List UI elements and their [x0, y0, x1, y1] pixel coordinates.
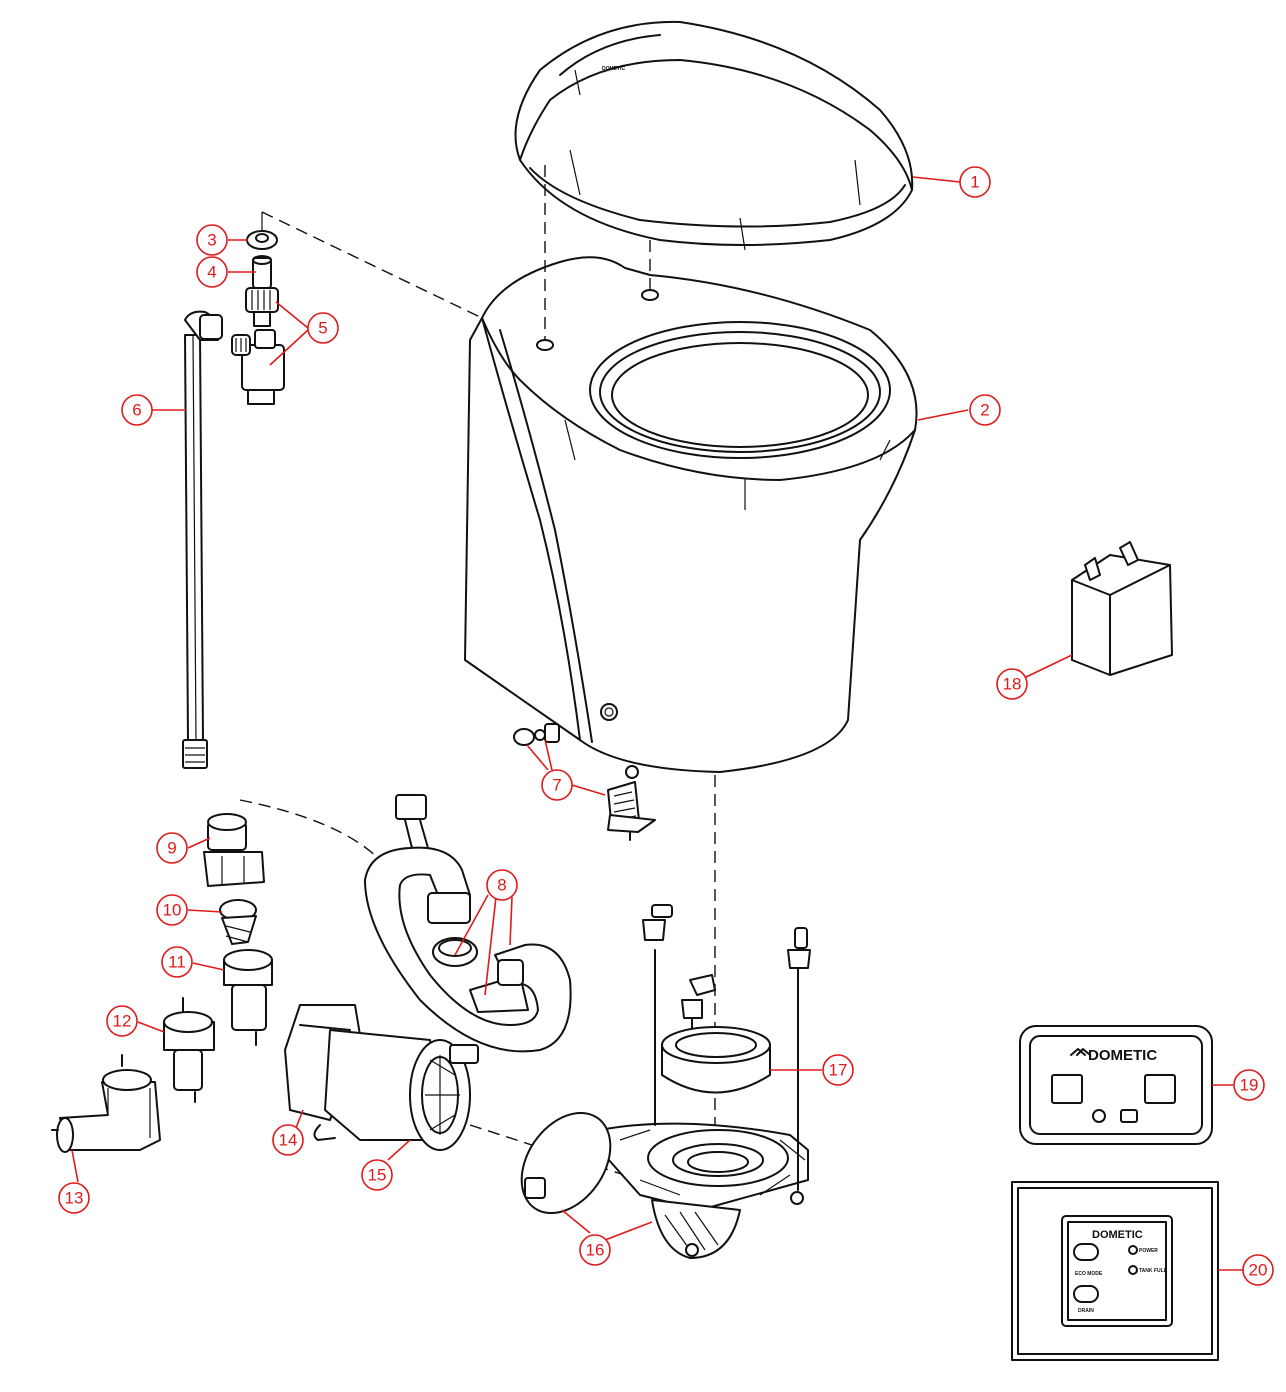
- part-pump: [284, 1004, 479, 1151]
- svg-text:9: 9: [167, 839, 176, 858]
- callout-20: 20: [1242, 1254, 1274, 1286]
- up-button-icon[interactable]: [1073, 1243, 1099, 1261]
- part-seal-ring: [661, 1026, 771, 1094]
- callout-10: 10: [156, 894, 188, 926]
- callout-bubbles: 1 2 3 4 5 6 7 8 9 10 11 12 13 14 15 16 1…: [58, 166, 1274, 1286]
- drain-button-icon[interactable]: [1144, 1074, 1176, 1104]
- panel20-drain-label: DRAIN: [1078, 1308, 1094, 1314]
- svg-text:4: 4: [207, 263, 216, 282]
- svg-text:13: 13: [65, 1189, 84, 1208]
- power-button-icon[interactable]: [1092, 1109, 1106, 1123]
- svg-text:11: 11: [168, 953, 186, 972]
- callout-18: 18: [996, 668, 1028, 700]
- part-base-flange: [520, 904, 811, 1259]
- flush-button-icon[interactable]: [1051, 1074, 1083, 1104]
- callout-15: 15: [361, 1159, 393, 1191]
- part-fittings-7: [513, 723, 656, 841]
- svg-text:20: 20: [1249, 1261, 1268, 1280]
- svg-text:2: 2: [980, 401, 989, 420]
- svg-text:5: 5: [318, 319, 327, 338]
- callout-14: 14: [272, 1124, 304, 1156]
- tank-indicator-icon: [1120, 1109, 1138, 1123]
- part-control-box: [1071, 541, 1173, 676]
- callout-leaders: [71, 176, 1243, 1271]
- svg-text:14: 14: [279, 1131, 298, 1150]
- callout-6: 6: [121, 394, 153, 426]
- svg-text:12: 12: [113, 1012, 132, 1031]
- svg-text:7: 7: [552, 776, 561, 795]
- callout-13: 13: [58, 1182, 90, 1214]
- callout-1: 1: [959, 166, 991, 198]
- svg-text:16: 16: [586, 1241, 605, 1260]
- callout-3: 3: [196, 224, 228, 256]
- svg-text:10: 10: [163, 901, 182, 920]
- part-hose: [182, 310, 223, 769]
- tank-full-led-icon: [1128, 1265, 1138, 1275]
- svg-text:19: 19: [1240, 1076, 1259, 1095]
- svg-text:1: 1: [970, 173, 979, 192]
- panel19-brand: DOMETIC: [1088, 1047, 1157, 1064]
- callout-19: 19: [1233, 1069, 1265, 1101]
- svg-text:18: 18: [1003, 675, 1022, 694]
- callout-16: 16: [579, 1234, 611, 1266]
- panel20-tank-label: TANK FULL: [1139, 1268, 1167, 1274]
- callout-11: 11: [161, 946, 193, 978]
- callout-4: 4: [196, 256, 228, 288]
- part-pipe-8: [364, 794, 572, 1053]
- callout-9: 9: [156, 832, 188, 864]
- seat-brand-mark: DOMETIC: [602, 66, 625, 72]
- callout-8: 8: [486, 869, 518, 901]
- part-fittings-left: [51, 813, 273, 1153]
- svg-text:8: 8: [497, 876, 506, 895]
- panel20-eco-label: ECO MODE: [1075, 1271, 1103, 1277]
- svg-text:3: 3: [207, 231, 216, 250]
- callout-5: 5: [307, 312, 339, 344]
- svg-text:15: 15: [368, 1166, 387, 1185]
- part-seat-lid: DOMETIC: [514, 20, 914, 251]
- part-valve-assembly: [231, 230, 285, 405]
- part-control-panel-20: DOMETIC POWER TANK FULL ECO MODE DRAIN: [1011, 1181, 1219, 1361]
- panel20-brand: DOMETIC: [1092, 1229, 1143, 1241]
- part-bowl: [464, 256, 918, 773]
- svg-text:17: 17: [829, 1061, 848, 1080]
- power-led-icon: [1128, 1245, 1138, 1255]
- down-button-icon[interactable]: [1073, 1285, 1099, 1303]
- callout-7: 7: [541, 769, 573, 801]
- callout-17: 17: [822, 1054, 854, 1086]
- callout-2: 2: [969, 394, 1001, 426]
- part-control-panel-19: DOMETIC: [1019, 1025, 1213, 1145]
- svg-text:6: 6: [132, 401, 141, 420]
- panel20-power-label: POWER: [1139, 1248, 1158, 1254]
- callout-12: 12: [106, 1005, 138, 1037]
